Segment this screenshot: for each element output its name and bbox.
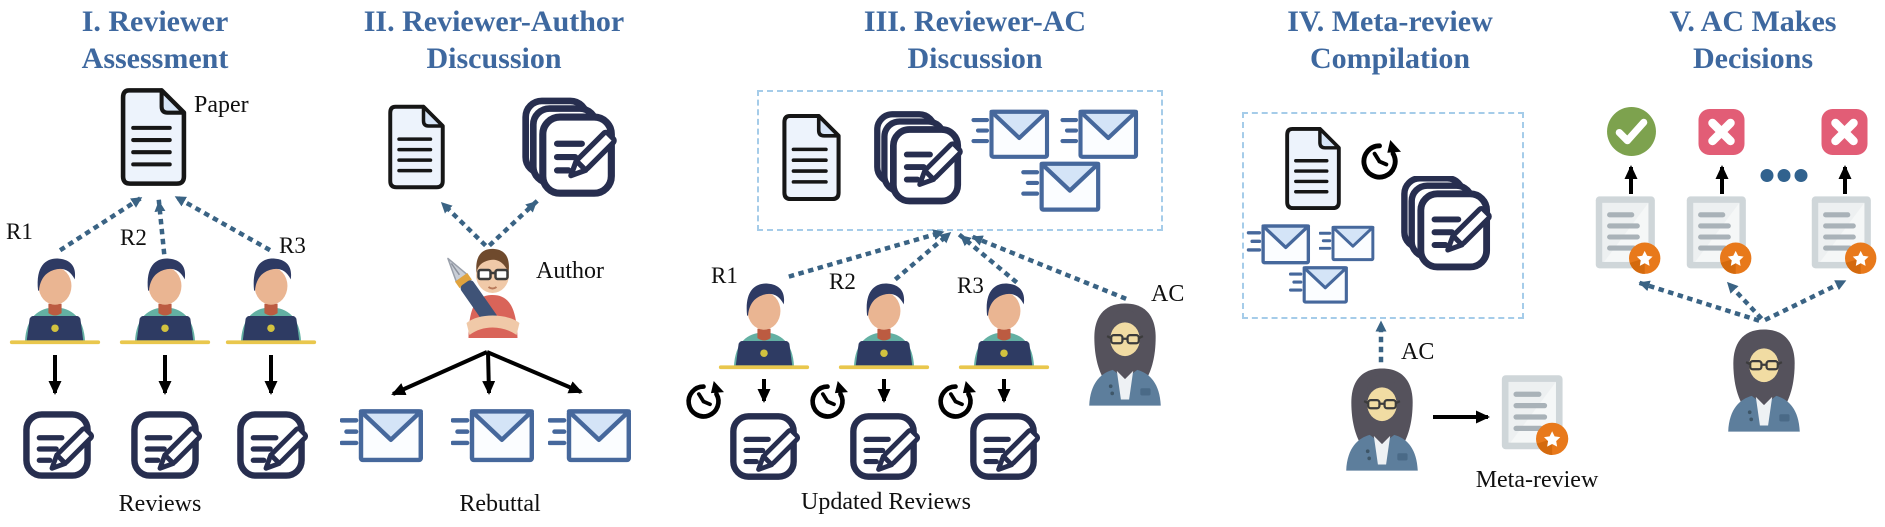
stage1-title-line2: Assessment	[81, 42, 229, 75]
arrow-author-to-paper	[438, 199, 488, 248]
stage5-title-line1: V. AC Makes	[1669, 5, 1837, 38]
paper-label: Paper	[194, 92, 249, 118]
meta-review-doc-icon	[1809, 193, 1881, 281]
stage2-title-line2: Discussion	[426, 42, 562, 75]
stage2-title: II. Reviewer-Author Discussion	[334, 3, 654, 77]
mail-icon	[970, 108, 1052, 162]
reject-icon	[1820, 108, 1869, 156]
stage3-title-line1: III. Reviewer-AC	[863, 5, 1087, 38]
arrow-r3-to-paper	[172, 193, 272, 253]
mail-icon	[1319, 223, 1375, 265]
author-label: Author	[536, 258, 604, 284]
stage3-title-line2: Discussion	[907, 42, 1043, 75]
rebuttal-mail-icon	[548, 407, 632, 466]
review-stack-icon	[871, 111, 964, 207]
rebuttal-mail-icon	[451, 407, 535, 466]
stage1-title: I. Reviewer Assessment	[0, 3, 315, 77]
accept-icon	[1605, 105, 1658, 158]
mail-icon	[1060, 108, 1140, 162]
reviewer1-label: R1	[711, 263, 738, 288]
review-icon	[727, 406, 800, 487]
update-clock-icon	[1358, 140, 1401, 183]
arrow-author-to-rebuttal3	[486, 350, 583, 394]
reviews-label: Reviews	[118, 491, 202, 517]
review-icon	[847, 406, 920, 487]
meta-review-doc-icon	[1684, 193, 1756, 281]
ac-icon	[1079, 297, 1171, 407]
ac-icon	[1336, 362, 1428, 472]
author-icon	[430, 243, 546, 353]
arrow-s3-r2-to-box	[893, 229, 954, 282]
ac-label: AC	[1151, 281, 1185, 307]
reviewer-icon	[224, 252, 318, 348]
stage2-title-line1: II. Reviewer-Author	[363, 5, 625, 38]
review-icon	[20, 404, 94, 486]
review-stack-icon	[1398, 176, 1493, 272]
stage4-title: IV. Meta-review Compilation	[1230, 3, 1550, 77]
meta-review-materials-box	[1242, 112, 1524, 319]
paper-icon	[117, 87, 190, 187]
update-clock-icon	[683, 381, 724, 422]
reviewer-icon	[717, 277, 811, 373]
stage4-title-line2: Compilation	[1309, 42, 1471, 75]
paper-icon	[1282, 125, 1344, 212]
rebuttal-mail-icon	[340, 407, 424, 466]
arrow-s5-ac-to-doc1	[1637, 280, 1760, 323]
review-icon	[128, 404, 202, 486]
stage5-title-line2: Decisions	[1693, 42, 1813, 75]
reviewer1-label: R1	[6, 219, 33, 244]
ac-icon	[1718, 323, 1810, 433]
paper-icon	[385, 104, 448, 190]
reviewer3-label: R3	[279, 233, 306, 258]
updated-reviews-label: Updated Reviews	[801, 489, 971, 515]
discussion-materials-box	[757, 90, 1163, 231]
mail-icon	[1021, 160, 1102, 215]
review-icon	[967, 406, 1040, 487]
reviewer2-label: R2	[829, 269, 856, 294]
rebuttal-label: Rebuttal	[459, 491, 541, 517]
arrow-author-to-rebuttal1	[391, 350, 488, 396]
meta-review-doc-icon	[1593, 193, 1665, 281]
reject-icon	[1697, 108, 1746, 156]
update-clock-icon	[807, 381, 848, 422]
meta-review-label: Meta-review	[1475, 467, 1599, 493]
arrow-s3-r1-to-box	[788, 229, 946, 279]
ellipsis-icon	[1759, 167, 1809, 184]
reviewer3-label: R3	[957, 273, 984, 298]
arrow-author-to-reviews	[487, 198, 540, 248]
stage5-title: V. AC Makes Decisions	[1593, 3, 1885, 77]
stage4-title-line1: IV. Meta-review	[1287, 5, 1493, 38]
stage1-title-line1: I. Reviewer	[81, 5, 229, 38]
review-icon	[234, 404, 308, 486]
mail-icon	[1288, 265, 1350, 306]
reviewer-icon	[8, 252, 102, 348]
stage3-title: III. Reviewer-AC Discussion	[815, 3, 1135, 77]
arrow-author-to-rebuttal2	[482, 351, 496, 395]
meta-review-doc-icon	[1499, 373, 1573, 461]
review-stack-icon	[519, 97, 618, 200]
paper-icon	[779, 113, 844, 202]
arrow-s5-ac-to-doc2	[1724, 279, 1764, 321]
reviewer2-label: R2	[120, 225, 147, 250]
reviewer-icon	[118, 252, 212, 348]
mail-icon	[1246, 223, 1312, 267]
arrow-r2-to-paper	[154, 199, 167, 255]
arrow-s5-ac-to-doc3	[1763, 277, 1849, 323]
ac-label: AC	[1401, 339, 1435, 365]
